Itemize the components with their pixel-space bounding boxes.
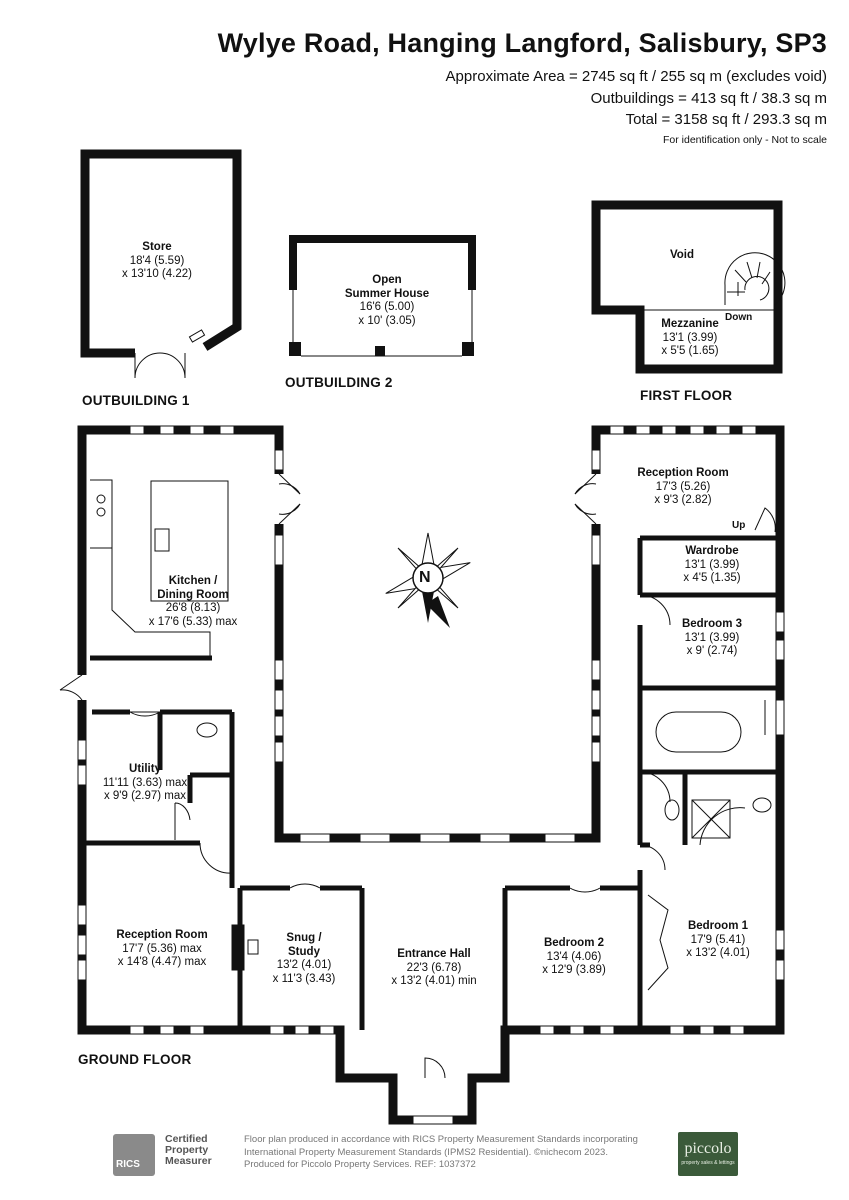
area-outbuildings: Outbuildings = 413 sq ft / 38.3 sq m [590,90,827,107]
room-name: Bedroom 2 [543,937,605,949]
first-floor-label: FIRST FLOOR [640,388,733,403]
room-dimension: x 9' (2.74) [686,645,738,657]
room-reception-first: Reception Room 17'3 (5.26) x 9'3 (2.82) [637,467,728,508]
room-dimension: 13'2 (4.01) [276,959,332,971]
room-dimension: x 12'9 (3.89) [542,964,606,976]
room-void: Void [670,249,694,263]
room-mezzanine: Mezzanine 13'1 (3.99) x 5'5 (1.65) [661,318,719,359]
room-dimension: 13'4 (4.06) [546,950,602,963]
door-swings [59,473,746,1079]
room-reception-ground: Reception Room 17'7 (5.36) max x 14'8 (4… [116,929,207,970]
room-dimension: 13'1 (3.99) [662,331,718,344]
footer-line: Floor plan produced in accordance with R… [244,1134,638,1145]
room-name: Store [142,241,172,253]
room-dimension: x 13'2 (4.01) [686,947,750,959]
room-store: Store 18'4 (5.59) x 13'10 (4.22) [122,241,192,282]
room-name: Open [372,274,402,286]
compass-north-label: N [419,569,431,586]
windows [77,425,785,1125]
area-total: Total = 3158 sq ft / 293.3 sq m [625,111,827,128]
room-dimension: x 11'3 (3.43) [272,972,336,985]
piccolo-logo: piccolo property sales & lettings [678,1132,738,1176]
outbuilding-2-walls [289,235,476,290]
outbuilding-1-walls [80,149,242,358]
room-bedroom-2: Bedroom 2 13'4 (4.06) x 12'9 (3.89) [542,937,606,978]
room-name: Study [288,945,320,958]
room-name: Snug / [286,932,322,944]
fireplace [231,924,259,971]
room-entrance-hall: Entrance Hall 22'3 (6.78) x 13'2 (4.01) … [391,948,476,989]
bathroom-fixtures [196,700,772,839]
room-dimension: 22'3 (6.78) [406,961,462,974]
kitchen-fittings [90,479,229,658]
room-dimension: x 5'5 (1.65) [661,345,719,357]
ground-floor-label: GROUND FLOOR [78,1052,192,1067]
rics-logo-text: RICS [116,1159,140,1170]
room-name: Reception Room [637,467,729,479]
store-doors [134,352,186,379]
stair-up-label: Up [732,520,746,531]
room-dimension: 13'1 (3.99) [684,631,740,644]
room-dimension: 16'6 (5.00) [359,301,415,313]
room-dimension: 13'1 (3.99) [684,558,740,571]
outbuilding-1-label: OUTBUILDING 1 [82,393,190,408]
room-dimension: x 13'2 (4.01) min [391,975,477,987]
room-name: Entrance Hall [397,948,471,960]
disclaimer: For identification only - Not to scale [663,134,827,146]
room-dimension: x 14'8 (4.47) max [117,956,207,968]
room-snug-study: Snug / Study 13'2 (4.01) x 11'3 (3.43) [273,932,336,986]
first-floor-walls [591,200,783,374]
footer-line: International Property Measurement Stand… [244,1146,608,1158]
room-name: Bedroom 1 [687,920,749,932]
rics-certification: Certified Property Measurer [165,1133,212,1167]
room-utility: Utility 11'11 (3.63) max x 9'9 (2.97) ma… [103,763,187,804]
ground-floor-inner-walls [82,535,780,1030]
room-dimension: 17'9 (5.41) [690,933,746,946]
room-name: Mezzanine [661,318,719,330]
stair-down-label: Down [725,312,753,323]
spiral-stair [724,252,786,306]
room-name: Summer House [344,287,430,300]
footer-line: Produced for Piccolo Property Services. … [244,1159,476,1170]
rics-badge: RICS Certified Property Measurer [113,1134,245,1176]
compass [385,532,471,628]
room-dimension: x 17'6 (5.33) max [148,615,238,628]
room-bedroom-1: Bedroom 1 17'9 (5.41) x 13'2 (4.01) [686,920,750,961]
room-dimension: 17'7 (5.36) max [122,942,202,955]
room-wardrobe: Wardrobe 13'1 (3.99) x 4'5 (1.35) [683,545,740,586]
room-name: Wardrobe [685,545,739,557]
outbuilding-2-label: OUTBUILDING 2 [285,375,393,390]
store-window [188,329,206,343]
room-dimension: x 9'3 (2.82) [654,494,712,506]
room-bedroom-3: Bedroom 3 13'1 (3.99) x 9' (2.74) [682,618,742,659]
room-name: Reception Room [116,929,208,941]
room-dimension: x 4'5 (1.35) [683,572,741,584]
room-dimension: x 13'10 (4.22) [122,268,192,280]
room-dimension: 11'11 (3.63) max [102,776,188,789]
room-dimension: x 10' (3.05) [358,314,416,327]
rics-logo: RICS [113,1134,155,1176]
room-dimension: 17'3 (5.26) [655,480,711,493]
room-name: Kitchen / [168,575,218,587]
room-dimension: x 9'9 (2.97) max [103,790,187,802]
room-name: Void [669,249,695,261]
footer-notice: Floor plan produced in accordance with R… [244,1134,684,1172]
room-name: Bedroom 3 [681,618,743,630]
room-dimension: 26'8 (8.13) [165,602,221,614]
room-name: Dining Room [157,588,229,601]
plan-title: Wylye Road, Hanging Langford, Salisbury,… [217,28,827,58]
room-dimension: 18'4 (5.59) [129,254,185,267]
piccolo-tagline: property sales & lettings [681,1160,735,1166]
room-kitchen: Kitchen / Dining Room 26'8 (8.13) x 17'6… [149,575,238,629]
room-summer-house: Open Summer House 16'6 (5.00) x 10' (3.0… [345,274,429,328]
summer-house-posts [289,342,474,356]
room-name: Utility [129,763,161,775]
piccolo-name: piccolo [684,1140,732,1157]
area-main: Approximate Area = 2745 sq ft / 255 sq m… [445,68,827,85]
